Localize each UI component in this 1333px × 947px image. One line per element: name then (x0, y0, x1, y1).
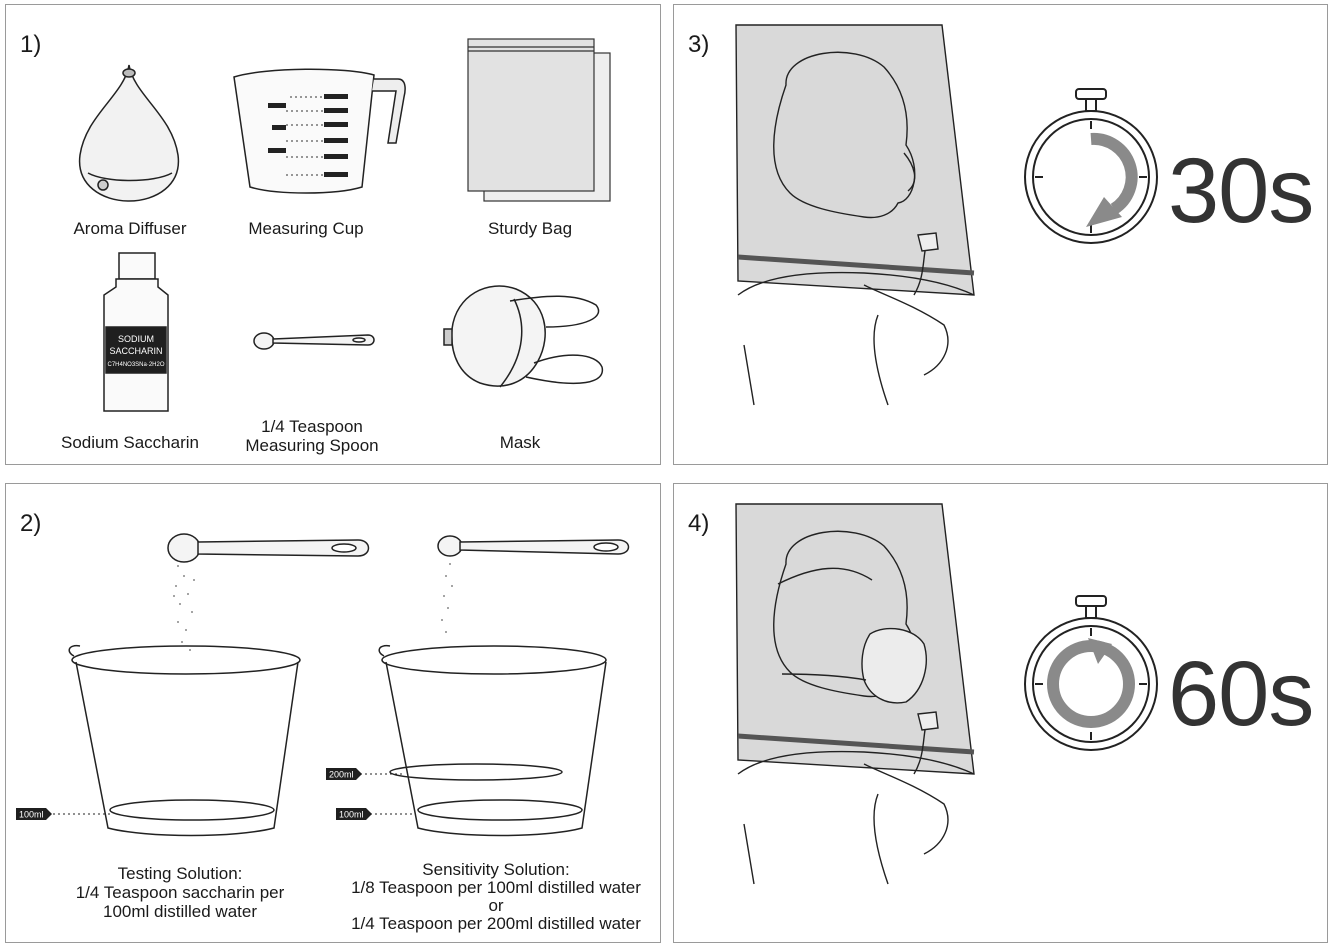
solutions-illustration: 100ml 200ml 100ml (16, 533, 630, 837)
equipment-illustrations: SODIUM SACCHARIN C7H4NO3SNa·2H2O (78, 38, 611, 412)
testing-line3: 100ml distilled water (102, 902, 257, 921)
label-mask: Mask (499, 433, 541, 452)
sensitivity-title: Sensitivity Solution: (422, 860, 570, 879)
panel-fit-test: 4) 60s (673, 483, 1328, 943)
measuring-cup-icon (233, 68, 406, 194)
quarter-teaspoon-icon (253, 332, 375, 350)
stopwatch-icon (1024, 595, 1158, 751)
beaker-sensitivity-solution (360, 644, 607, 837)
mask-icon (443, 285, 604, 388)
powder-right (441, 563, 453, 633)
timer-30s: 30s (1168, 140, 1314, 242)
label-aroma-diffuser: Aroma Diffuser (73, 219, 187, 238)
step-number: 2) (20, 510, 42, 537)
aroma-diffuser-icon (78, 64, 180, 202)
bottle-label-line2: SACCHARIN (109, 346, 162, 356)
panel-sensitivity-test: 3) 30s (673, 4, 1328, 465)
step-number: 4) (688, 510, 710, 537)
spoon-pouring-left-icon (167, 533, 370, 563)
spoon-pouring-right-icon (437, 535, 630, 557)
fit-test-illustration (735, 503, 1158, 885)
testing-line2: 1/4 Teaspoon saccharin per (75, 883, 285, 902)
sturdy-bag-icon (467, 38, 611, 202)
stopwatch-icon (1024, 88, 1158, 244)
timer-60s: 60s (1168, 643, 1314, 745)
testing-title: Testing Solution: (117, 864, 243, 883)
step-number: 1) (20, 31, 42, 58)
beaker-testing-solution (48, 644, 301, 837)
panel-solutions: 2) (5, 483, 661, 943)
svg-text:200ml: 200ml (329, 770, 354, 780)
person-in-bag-illustration (735, 24, 975, 406)
svg-text:100ml: 100ml (19, 810, 44, 820)
sensitivity-test-illustration (735, 24, 1158, 406)
bottle-label-line1: SODIUM (118, 334, 154, 344)
bottle-label-line3: C7H4NO3SNa·2H2O (107, 362, 164, 368)
label-sodium-saccharin: Sodium Saccharin (61, 433, 199, 452)
sensitivity-line4: 1/4 Teaspoon per 200ml distilled water (351, 914, 641, 933)
step-number: 3) (688, 31, 710, 58)
powder-left (173, 565, 195, 651)
label-spoon-line2: Measuring Spoon (245, 436, 379, 455)
person-with-mask-in-bag-illustration (735, 503, 975, 885)
panel-equipment: 1) (5, 4, 661, 465)
tag-200ml-sensitivity: 200ml (326, 768, 362, 780)
label-sturdy-bag: Sturdy Bag (487, 219, 573, 238)
label-spoon-line1: 1/4 Teaspoon (261, 417, 363, 436)
svg-text:100ml: 100ml (339, 810, 364, 820)
sensitivity-or: or (488, 896, 504, 915)
tag-100ml-testing: 100ml (16, 808, 52, 820)
saccharin-bottle-icon: SODIUM SACCHARIN C7H4NO3SNa·2H2O (103, 252, 169, 412)
sensitivity-line2: 1/8 Teaspoon per 100ml distilled water (351, 878, 641, 897)
label-measuring-cup: Measuring Cup (248, 219, 364, 238)
tag-100ml-sensitivity: 100ml (336, 808, 372, 820)
